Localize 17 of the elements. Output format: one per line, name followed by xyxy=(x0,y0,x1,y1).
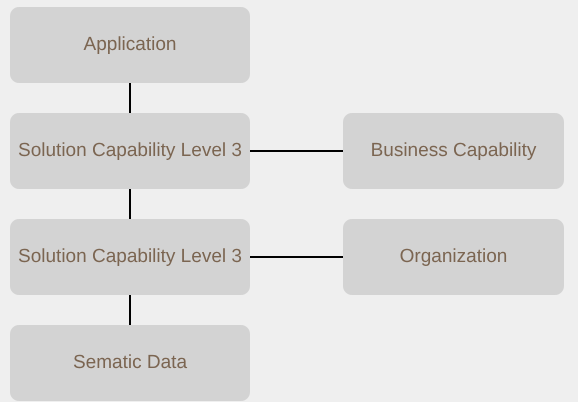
box-label: Solution Capability Level 3 xyxy=(18,244,242,269)
box-label: Application xyxy=(84,32,176,57)
process-box xyxy=(343,113,564,189)
process-box xyxy=(10,219,250,295)
box-label: Solution Capability Level 3 xyxy=(18,138,242,163)
process-box xyxy=(10,113,250,189)
process-box xyxy=(343,219,564,295)
connector-line xyxy=(129,295,131,325)
box-label: Organization xyxy=(400,244,508,269)
connector-line xyxy=(129,189,131,219)
connector-line xyxy=(250,150,343,152)
box-label: Sematic Data xyxy=(72,350,188,375)
connector-line xyxy=(250,256,343,258)
box-label: Business Capability xyxy=(370,138,536,163)
process-box xyxy=(10,325,250,401)
process-box xyxy=(10,7,250,83)
connector-line xyxy=(129,83,131,113)
